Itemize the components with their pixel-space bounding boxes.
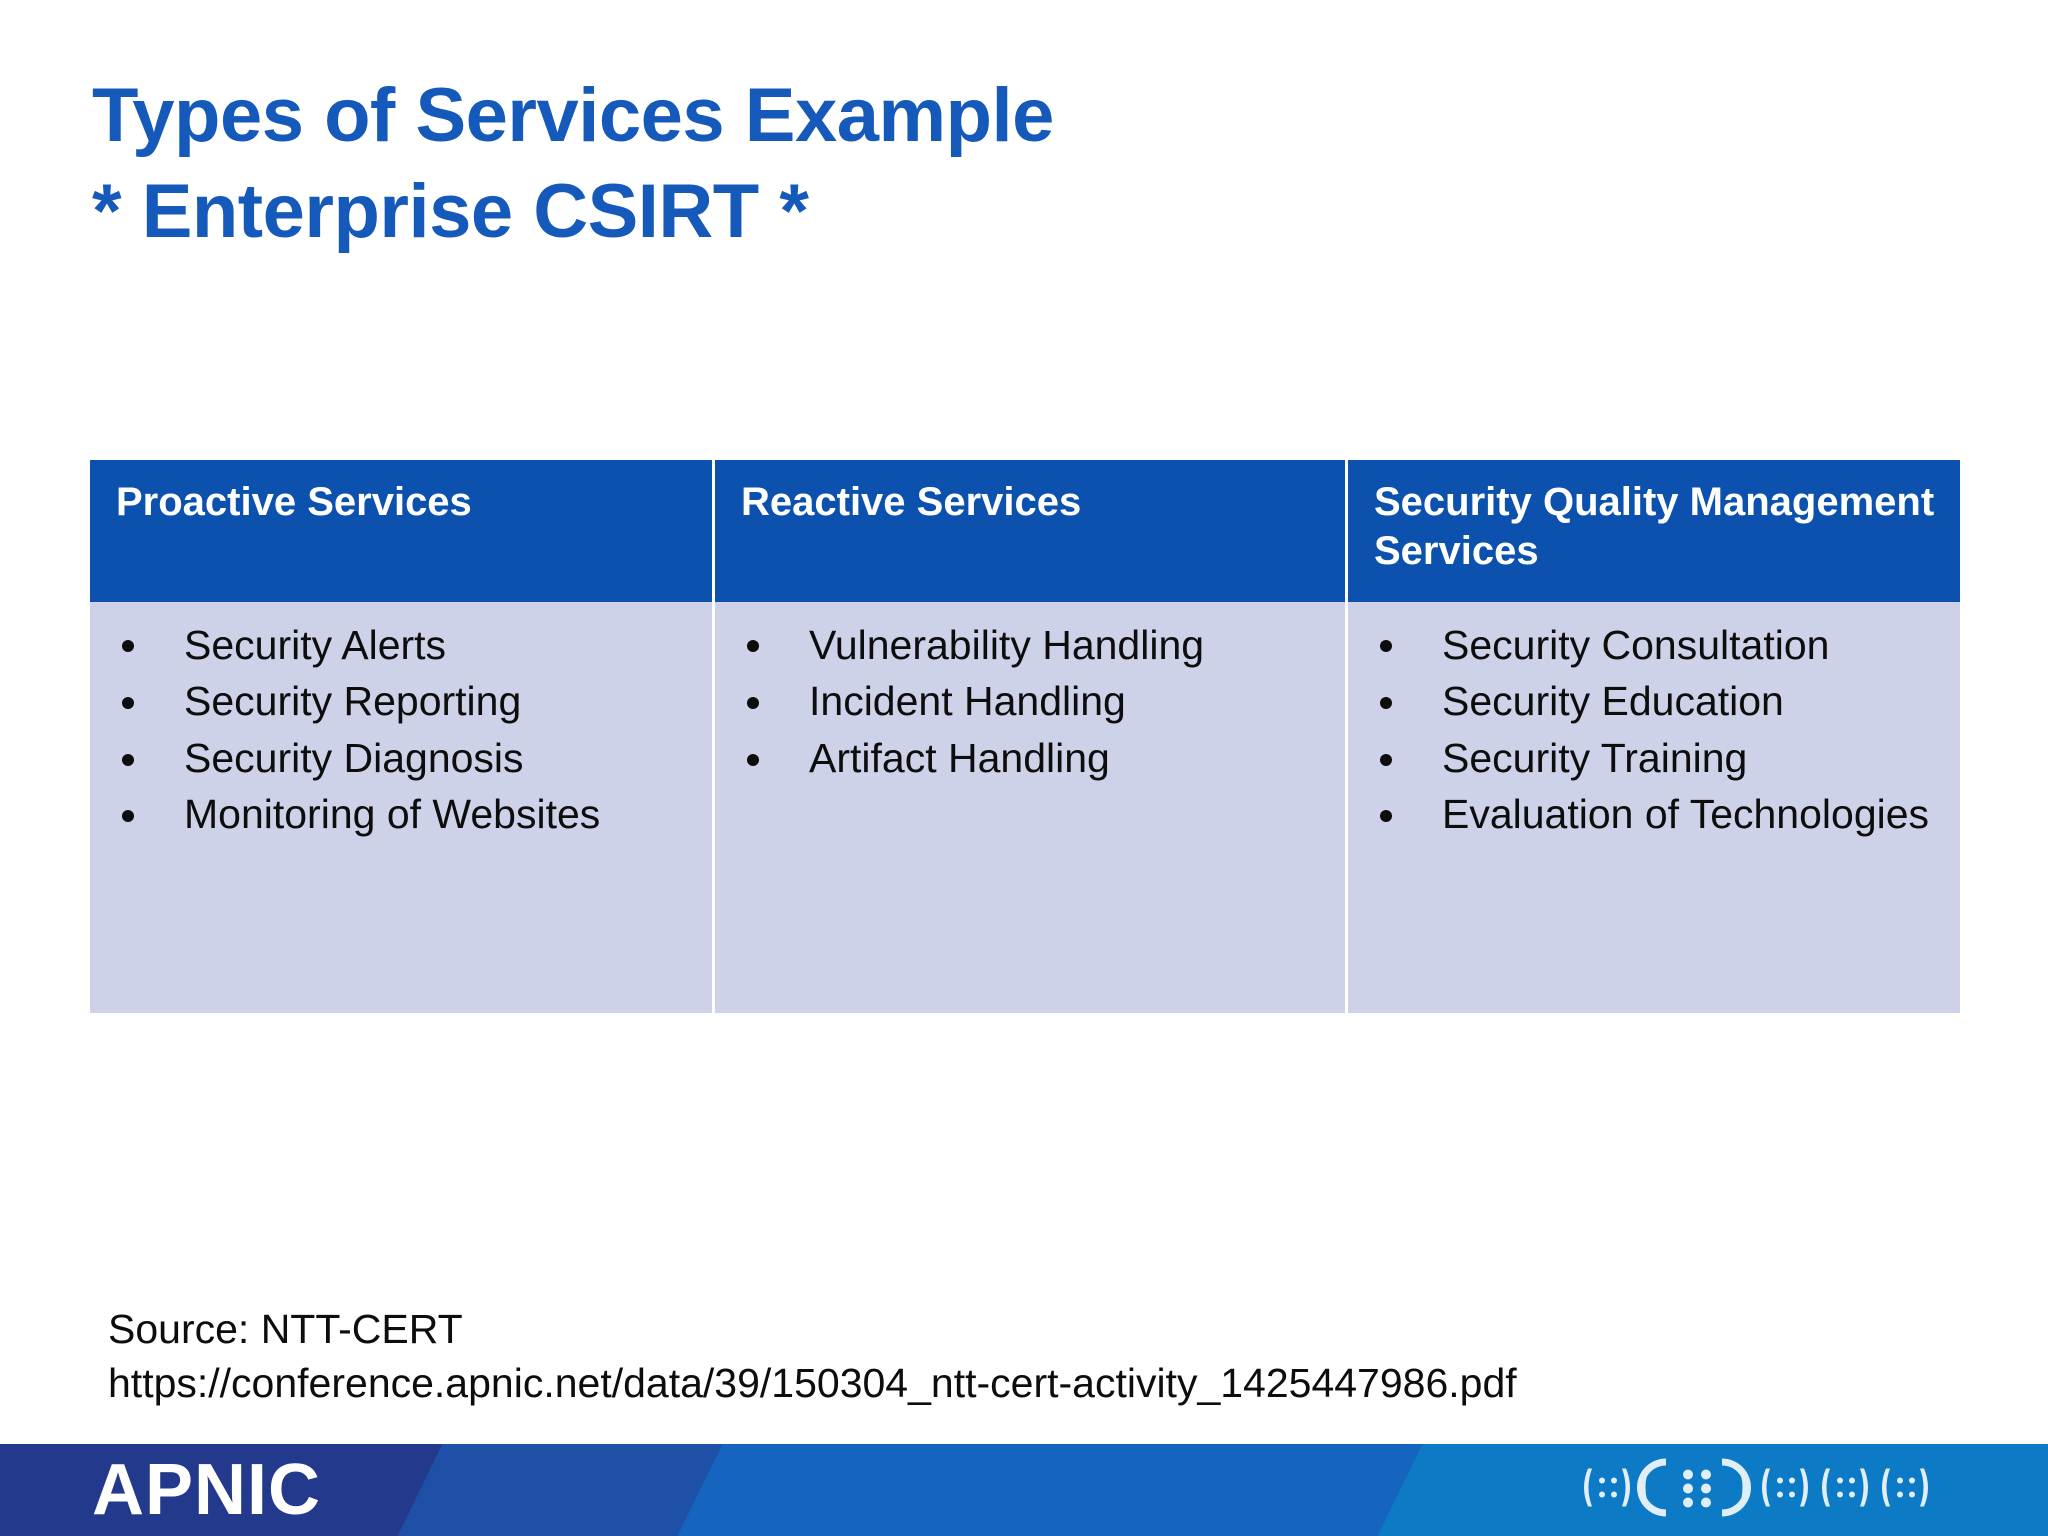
bullet-icon [1380,753,1392,766]
source-block: Source: NTT-CERT https://conference.apni… [108,1302,1517,1410]
bullet-icon [122,697,134,709]
list-item-label: Security Training [1442,734,1748,781]
list-item: Security Consultation [1360,622,1948,670]
list-item-label: Incident Handling [809,678,1126,725]
bullet-list-proactive: Security Alerts Security Reporting Secur… [102,622,700,839]
source-label: Source: NTT-CERT [108,1306,463,1352]
bullet-icon [747,697,759,709]
list-item: Vulnerability Handling [727,622,1333,670]
list-item: Incident Handling [727,678,1333,726]
bullet-icon [1380,640,1392,653]
list-item-label: Vulnerability Handling [809,621,1205,668]
column-header-reactive: Reactive Services [715,460,1348,602]
cell-proactive-services: Security Alerts Security Reporting Secur… [90,601,715,1013]
source-url: https://conference.apnic.net/data/39/150… [108,1360,1517,1407]
column-header-proactive: Proactive Services [90,460,715,602]
bullet-icon [1380,697,1392,709]
footer-band-b [677,1444,1483,1536]
services-table: Proactive Services Reactive Services Sec… [90,460,1960,1013]
cell-reactive-services: Vulnerability Handling Incident Handling… [715,601,1348,1013]
column-header-security-quality-management: Security Quality Management Services [1348,460,1960,602]
list-item-label: Artifact Handling [809,734,1110,781]
list-item: Artifact Handling [727,735,1333,783]
list-item-label: Security Diagnosis [184,734,524,781]
bullet-list-security-quality: Security Consultation Security Education… [1360,622,1948,839]
list-item-label: Security Alerts [184,621,447,668]
bullet-icon [122,810,134,823]
bullet-list-reactive: Vulnerability Handling Incident Handling… [727,622,1333,783]
bullet-icon [122,640,134,653]
page-title-line-2: * Enterprise CSIRT * [92,168,809,254]
list-item: Security Training [1360,735,1948,783]
footer-bar: APNIC [0,1444,2048,1536]
apnic-logo: APNIC [92,1450,322,1530]
bullet-icon [747,753,759,766]
list-item: Security Education [1360,678,1948,726]
list-item: Security Reporting [102,678,700,726]
list-item-label: Monitoring of Websites [184,791,601,838]
table-header-row: Proactive Services Reactive Services Sec… [90,460,1960,602]
list-item: Monitoring of Websites [102,791,700,839]
page-title-line-1: Types of Services Example [92,73,1054,158]
bullet-icon [1380,810,1392,823]
apnic-dots-mark-icon [1570,1453,1970,1528]
table-row: Security Alerts Security Reporting Secur… [90,601,1960,1013]
list-item-label: Evaluation of Technologies [1442,791,1930,838]
list-item-label: Security Education [1442,678,1784,725]
list-item: Security Alerts [102,622,700,670]
bullet-icon [747,640,759,653]
bullet-icon [122,753,134,766]
list-item: Security Diagnosis [102,735,700,783]
list-item-label: Security Consultation [1442,621,1830,668]
list-item-label: Security Reporting [184,678,522,725]
list-item: Evaluation of Technologies [1360,791,1948,839]
page-title: Types of Services Example * Enterprise C… [92,68,1792,260]
cell-security-quality-management-services: Security Consultation Security Education… [1348,601,1960,1013]
